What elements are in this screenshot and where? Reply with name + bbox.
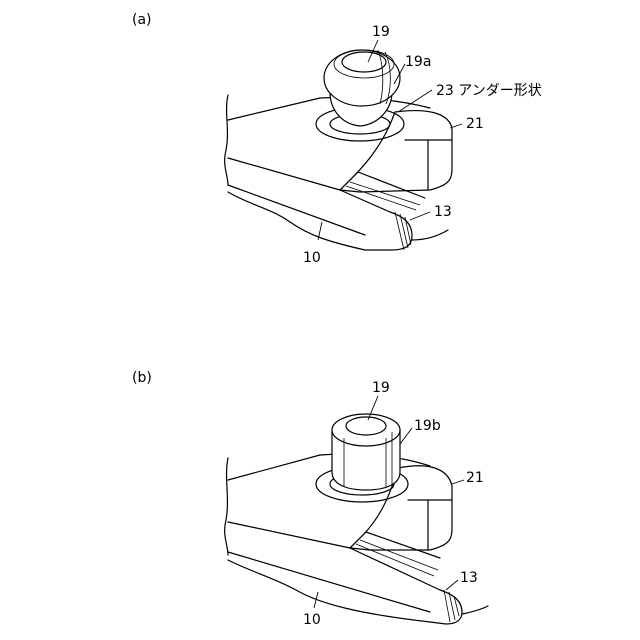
- label-21-a: 21: [466, 116, 484, 132]
- label-10-a: 10: [303, 250, 321, 266]
- part-drawing-a: [224, 49, 453, 251]
- figure-b: (b): [132, 370, 489, 628]
- label-21-b: 21: [466, 470, 484, 486]
- label-19-a: 19: [372, 24, 390, 40]
- part-drawing-b: [224, 413, 489, 625]
- label-19b: 19b: [414, 418, 441, 434]
- label-13-a: 13: [434, 204, 452, 220]
- figure-a: (a): [132, 12, 542, 266]
- label-19a: 19a: [405, 54, 431, 70]
- panel-label-a: (a): [132, 12, 152, 28]
- label-13-b: 13: [460, 570, 478, 586]
- panel-label-b: (b): [132, 370, 152, 386]
- label-19-b: 19: [372, 380, 390, 396]
- label-10-b: 10: [303, 612, 321, 628]
- label-23-undercut: 23 アンダー形状: [436, 83, 542, 99]
